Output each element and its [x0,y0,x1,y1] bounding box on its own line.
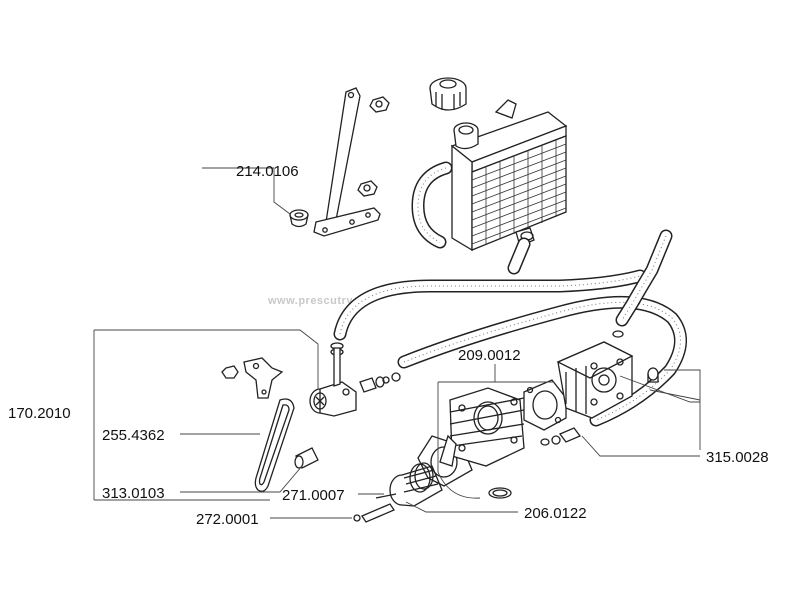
bracket-bolt [221,365,239,379]
label-313-0103: 313.0103 [102,485,165,502]
rubber-grommet-214-0106 [289,209,309,228]
leader-lines [93,167,701,519]
coolant-hose-lower [397,295,687,427]
radiator-bracket [313,87,381,237]
radiator-outlet-hose [507,237,531,275]
coolant-hose-long [333,269,647,341]
bracket-nut-top [369,96,390,113]
base-gasket-ring-206-0122 [488,487,512,499]
hose-clamp-head [612,330,624,338]
dowel-pin-313-0103 [294,447,319,469]
label-206-0122: 206.0122 [524,505,587,522]
label-214-0106: 214.0106 [236,163,299,180]
piston-271-0007 [375,465,443,507]
water-pump-bracket [243,357,284,399]
label-209-0012: 209.0012 [458,347,521,364]
radiator-inlet-hose [411,161,453,249]
head-cap-nut [647,367,659,383]
watermark-text: www.prescutry.cz [267,295,368,307]
drive-belt-255-4362 [254,398,295,492]
cylinder [439,387,525,467]
temp-sensor-315-0028 [540,427,582,446]
cylinder-head [556,341,634,419]
label-271-0007: 271.0007 [282,487,345,504]
label-315-0028: 315.0028 [706,449,769,466]
bracket-nut-middle [357,180,378,197]
coolant-hose-return [615,229,673,327]
piston-pin-272-0001 [353,503,395,523]
label-272-0001: 272.0001 [196,511,259,528]
cylinder-head-gasket [523,379,567,431]
pump-fitting [359,376,390,393]
water-pump [309,347,357,417]
radiator [450,99,568,252]
label-255-4362: 255.4362 [102,427,165,444]
radiator-cap [429,77,467,111]
label-170-2010: 170.2010 [8,405,71,422]
hose-clamp-pump [391,372,401,382]
piston-ring [409,462,434,493]
